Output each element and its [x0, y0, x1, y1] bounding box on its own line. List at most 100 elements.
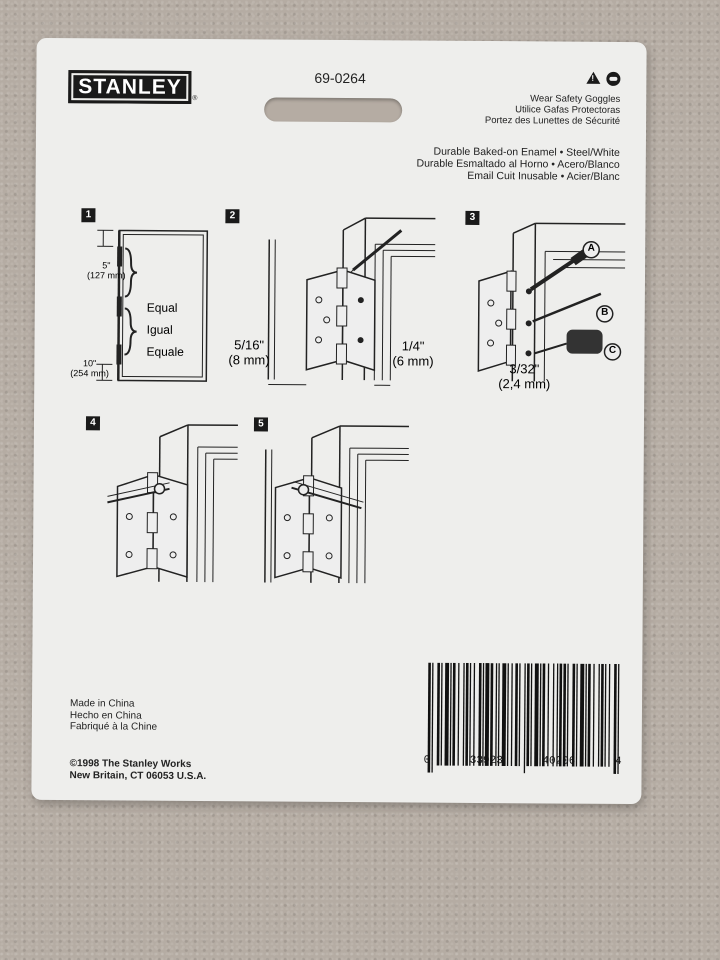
barcode-bar	[518, 663, 521, 767]
barcode-bar	[579, 663, 585, 767]
barcode-bar	[558, 663, 563, 767]
origin-en: Made in China	[69, 698, 135, 710]
equal-en-label: Equal	[146, 300, 178, 315]
step-1-top-gap: 5" (127 mm)	[87, 260, 126, 280]
barcode-bar	[608, 663, 611, 767]
barcode-bar	[469, 662, 472, 766]
barcode-bar	[597, 663, 600, 767]
step-5: 5	[243, 417, 414, 588]
step-3: 3 A	[454, 210, 635, 402]
warning-triangle-icon: !	[586, 71, 601, 84]
barcode-bar	[440, 662, 443, 766]
left-dim-inches: 5/16"	[234, 337, 265, 353]
origin-es: Hecho en China	[69, 709, 142, 722]
step-2: 2	[224, 209, 455, 391]
upc-digit-system: 0	[423, 754, 431, 767]
barcode-bar	[587, 663, 591, 767]
barcode-bar	[495, 663, 498, 766]
barcode-bar	[539, 663, 542, 767]
barcode-bar	[436, 662, 441, 766]
material-line-fr: Email Cuit Inusable • Acier/Blanc	[467, 169, 620, 183]
barcode-bar	[556, 663, 559, 767]
barcode-bar	[478, 662, 482, 766]
top-gap-mm: (127 mm)	[86, 270, 126, 281]
step-5-diagram	[264, 425, 409, 584]
barcode-bar	[592, 663, 595, 767]
callout-a: A	[587, 242, 595, 254]
barcode-bar	[534, 663, 539, 767]
barcode-bar	[444, 662, 450, 766]
top-gap-inches: 5"	[102, 260, 111, 271]
barcode-bar	[530, 663, 533, 767]
model-number: 69-0264	[314, 69, 366, 87]
step-4-diagram	[107, 424, 238, 583]
drill-dim-inches: 3/32"	[509, 361, 540, 377]
step-4-number: 4	[85, 416, 101, 431]
step-1: 1 5" (127 mm) Equal Igual Equale	[66, 208, 217, 399]
upc-digit-left: 33923	[469, 754, 503, 768]
barcode-bar	[449, 662, 452, 766]
barcode-bar	[571, 663, 576, 767]
safety-line-fr: Portez des Lunettes de Sécurité	[484, 115, 621, 127]
packaging-card: STANLEY ® 69-0264 ! Wear Safety Goggles …	[31, 37, 647, 805]
barcode-bar	[604, 663, 607, 767]
barcode-bar	[473, 662, 476, 766]
barcode-bar	[566, 663, 569, 767]
step-3-diagram	[477, 222, 626, 382]
step-2-right-dimension: 1/4" (6 mm)	[392, 338, 433, 368]
barcode-bar	[457, 662, 460, 766]
address-line: New Britain, CT 06053 U.S.A.	[69, 770, 207, 783]
step-2-left-dimension: 5/16" (8 mm)	[228, 337, 269, 367]
material-description: Durable Baked-on Enamel • Steel/White Du…	[416, 146, 620, 183]
bottom-gap-inches: 10"	[83, 358, 97, 369]
barcode-bar	[506, 663, 509, 767]
upc-barcode	[427, 662, 620, 774]
stanley-logo: STANLEY	[68, 70, 192, 104]
step-1-diagram	[96, 229, 209, 382]
barcode-bar	[617, 663, 620, 774]
callout-c: C	[608, 344, 617, 356]
right-dim-mm: (6 mm)	[392, 353, 434, 369]
step-4: 4	[67, 416, 238, 587]
barcode-bar	[541, 663, 546, 767]
barcode-bar	[465, 662, 469, 766]
drill-dim-mm: (2,4 mm)	[498, 376, 551, 392]
barcode-bar	[552, 663, 555, 767]
upc-digit-check: 4	[614, 755, 622, 768]
barcode-bar	[514, 663, 519, 767]
barcode-bar	[484, 663, 490, 766]
step-1-equal-labels: Equal Igual Equale	[146, 297, 184, 363]
barcode-bar	[584, 663, 587, 767]
step-5-number: 5	[253, 417, 269, 432]
safety-icons: !	[586, 71, 621, 86]
origin-fr: Fabriqué à la Chine	[69, 721, 158, 733]
step-3-number: 3	[465, 210, 480, 225]
step-2-number: 2	[225, 209, 240, 224]
barcode-bar	[575, 663, 578, 767]
barcode-bar	[452, 662, 456, 766]
copyright-line: ©1998 The Stanley Works	[69, 758, 192, 770]
barcode-bar	[497, 663, 500, 766]
barcode-bar	[523, 663, 526, 774]
equal-fr-label: Equale	[146, 344, 184, 359]
barcode-bar	[431, 662, 434, 773]
copyright-notice: ©1998 The Stanley Works New Britain, CT …	[69, 758, 206, 783]
safety-warning: Wear Safety Goggles Utilice Gafas Protec…	[485, 93, 620, 127]
barcode-bar	[501, 663, 507, 766]
barcode-bar	[482, 663, 485, 766]
step-1-bottom-gap: 10" (254 mm)	[70, 358, 109, 378]
barcode-bar	[510, 663, 513, 767]
callout-b: B	[601, 306, 609, 318]
barcode-bar	[613, 663, 617, 774]
right-dim-inches: 1/4"	[401, 338, 425, 354]
country-of-origin: Made in China Hecho en China Fabriqué à …	[70, 698, 158, 733]
step-3-drill-dimension: 3/32" (2,4 mm)	[498, 361, 550, 391]
material-line-es: Durable Esmaltado al Horno • Acero/Blanc…	[416, 157, 620, 171]
barcode-bar	[462, 662, 465, 766]
upc-digit-right: 40206	[542, 755, 576, 768]
barcode-bar	[526, 663, 530, 767]
barcode-bar	[547, 663, 550, 767]
equal-es-label: Igual	[146, 322, 173, 337]
safety-goggles-icon	[606, 71, 621, 86]
left-dim-mm: (8 mm)	[228, 352, 270, 368]
